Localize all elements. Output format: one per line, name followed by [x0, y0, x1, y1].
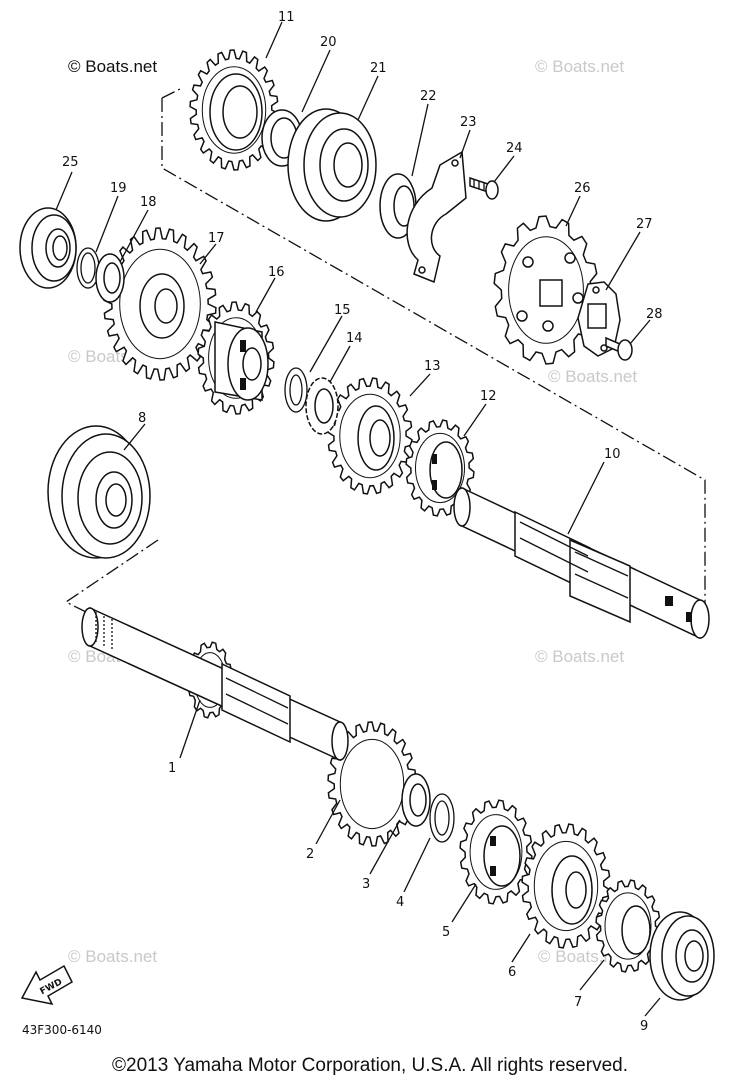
- part-9-bearing: [649, 911, 715, 1001]
- callout-11: 11: [278, 10, 295, 25]
- part-5-gear-rim: [469, 814, 523, 890]
- callout-3: 3: [362, 877, 370, 892]
- part-17-gear-rim: [119, 248, 201, 360]
- watermark: © Boats.net: [68, 947, 157, 966]
- part-5-hub: [483, 825, 521, 887]
- callout-26: 26: [574, 181, 591, 196]
- callout-21: 21: [370, 61, 387, 76]
- part-24-bolt: [469, 176, 499, 200]
- callout-9: 9: [640, 1019, 648, 1034]
- callout-13: 13: [424, 359, 441, 374]
- callout-10: 10: [604, 447, 621, 462]
- callout-4: 4: [396, 895, 404, 910]
- callout-14: 14: [346, 331, 363, 346]
- callout-8: 8: [138, 411, 146, 426]
- fwd-arrow-icon: FWD: [20, 964, 73, 1006]
- part-6-hub: [551, 855, 593, 925]
- copyright-notice: ©2013 Yamaha Motor Corporation, U.S.A. A…: [112, 1055, 628, 1076]
- part-12-hub: [429, 441, 463, 499]
- alignment-frame: [64, 87, 706, 632]
- part-1-main-axle: [81, 606, 349, 762]
- part-11-gear-hub: [209, 73, 263, 151]
- callout-12: 12: [480, 389, 497, 404]
- part-26-sprocket-detail: [516, 252, 584, 332]
- callout-5: 5: [442, 925, 450, 940]
- callout-leaders: [55, 21, 661, 1017]
- part-6-gear-rim: [533, 840, 599, 932]
- callout-6: 6: [508, 965, 516, 980]
- part-13-hub: [357, 405, 395, 471]
- callout-15: 15: [334, 303, 351, 318]
- callout-25: 25: [62, 155, 79, 170]
- part-12-gear-rim: [415, 432, 465, 504]
- callout-28: 28: [646, 307, 663, 322]
- part-21-bearing: [287, 108, 377, 222]
- diagram-code: 43F300-6140: [22, 1023, 102, 1037]
- part-18-washer: [95, 253, 125, 303]
- callout-18: 18: [140, 195, 157, 210]
- part-8-bearing: [47, 425, 151, 559]
- callout-1: 1: [168, 761, 176, 776]
- callout-23: 23: [460, 115, 477, 130]
- part-17-hub: [139, 273, 185, 339]
- part-27-lock-washer: [577, 281, 621, 357]
- callout-20: 20: [320, 35, 337, 50]
- part-15-circlip: [284, 367, 308, 413]
- part-13-gear-rim: [339, 393, 401, 479]
- part-2-gear: [327, 721, 417, 847]
- part-2-gear-rim: [339, 738, 405, 830]
- part-11-gear-rim: [201, 66, 267, 154]
- part-16-hub: [214, 321, 269, 401]
- callout-27: 27: [636, 217, 653, 232]
- callout-19: 19: [110, 181, 127, 196]
- part-28-bolt: [605, 336, 633, 361]
- watermark: © Boats.net: [548, 367, 637, 386]
- part-25-bearing: [19, 207, 77, 289]
- callout-labels: 11 20 21 22 23 24 25 19 18 17 16 15 14 1…: [62, 10, 663, 1034]
- callout-16: 16: [268, 265, 285, 280]
- callout-17: 17: [208, 231, 225, 246]
- part-10-drive-axle: [453, 486, 710, 640]
- part-26-sprocket-rim: [508, 236, 584, 344]
- callout-2: 2: [306, 847, 314, 862]
- part-7-hub: [621, 905, 651, 955]
- part-3-washer: [401, 773, 431, 827]
- watermark-top-left: © Boats.net: [68, 57, 157, 76]
- callout-22: 22: [420, 89, 437, 104]
- watermark: © Boats.net: [535, 57, 624, 76]
- part-7-gear-rim: [604, 892, 652, 960]
- part-14-splined-washer: [305, 377, 339, 435]
- part-4-circlip: [429, 793, 455, 843]
- part-23-retainer-plate: [406, 150, 467, 284]
- callout-7: 7: [574, 995, 582, 1010]
- watermark: © Boats.net: [535, 647, 624, 666]
- callout-24: 24: [506, 141, 523, 156]
